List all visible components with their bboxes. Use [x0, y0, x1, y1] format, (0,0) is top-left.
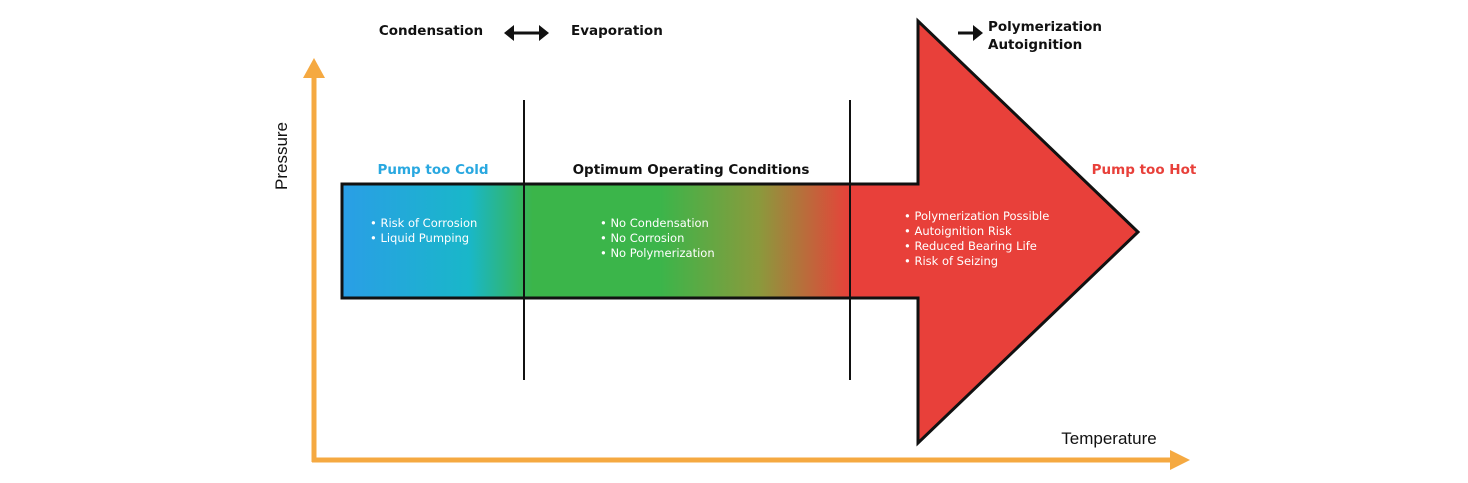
x-axis-label: Temperature: [1061, 429, 1156, 448]
list-item: • Reduced Bearing Life: [904, 239, 1037, 253]
double-arrow-icon: [504, 25, 549, 41]
optimum-zone-title: Optimum Operating Conditions: [573, 162, 810, 178]
list-item: • Risk of Corrosion: [370, 216, 477, 230]
polymerization-label: Polymerization: [988, 19, 1102, 35]
cold-zone-list: • Risk of Corrosion • Liquid Pumping: [370, 216, 477, 245]
hot-zone-title: Pump too Hot: [1092, 162, 1197, 178]
list-item: • No Polymerization: [600, 246, 715, 260]
right-arrow-icon: [958, 25, 983, 41]
list-item: • Polymerization Possible: [904, 209, 1049, 223]
hot-zone-list: • Polymerization Possible • Autoignition…: [904, 209, 1049, 268]
list-item: • No Corrosion: [600, 231, 684, 245]
axes: Pressure Temperature: [272, 58, 1190, 470]
y-axis-arrowhead: [303, 58, 325, 78]
x-axis-arrowhead: [1170, 450, 1190, 470]
autoignition-label: Autoignition: [988, 37, 1082, 53]
condensation-label: Condensation: [379, 23, 483, 39]
list-item: • Autoignition Risk: [904, 224, 1012, 238]
list-item: • Liquid Pumping: [370, 231, 469, 245]
y-axis-label: Pressure: [272, 122, 291, 190]
list-item: • No Condensation: [600, 216, 709, 230]
cold-zone-title: Pump too Cold: [377, 162, 488, 178]
optimum-zone-list: • No Condensation • No Corrosion • No Po…: [600, 216, 715, 260]
evaporation-label: Evaporation: [571, 23, 663, 39]
list-item: • Risk of Seizing: [904, 254, 998, 268]
temperature-arrow: [340, 17, 1141, 447]
